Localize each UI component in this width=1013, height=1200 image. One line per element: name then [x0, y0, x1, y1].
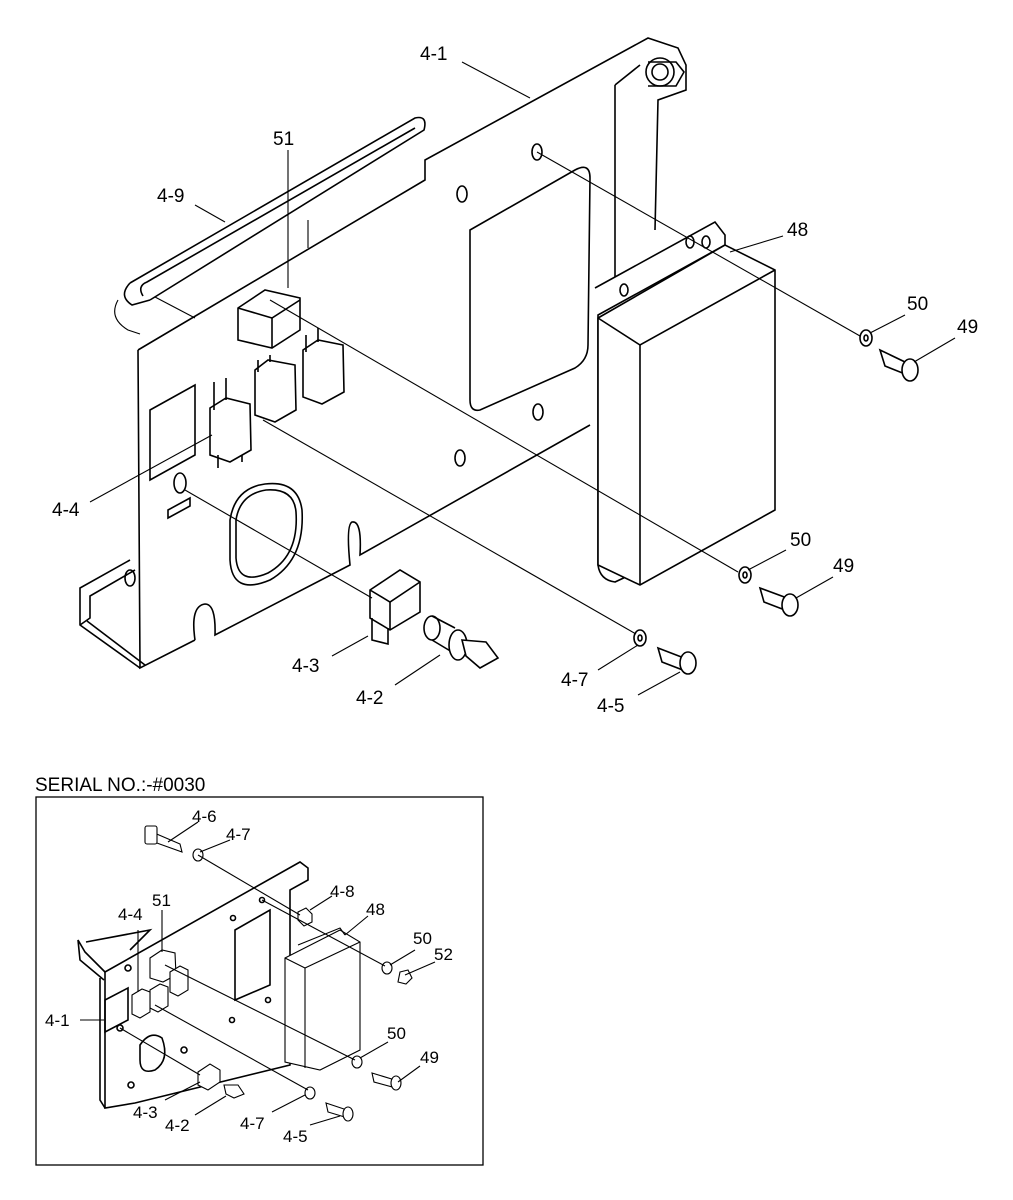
controller-box-48 [594, 220, 776, 586]
inset-label-4-1: 4-1 [45, 1011, 70, 1030]
label-50-lower: 50 [790, 530, 811, 551]
inset-label-4-7-bottom: 4-7 [240, 1114, 265, 1133]
inset-label-4-3: 4-3 [133, 1103, 158, 1122]
bracket-4-3 [369, 569, 421, 646]
inset-label-4-4: 4-4 [118, 905, 143, 924]
label-4-9: 4-9 [157, 186, 184, 207]
inset-assembly: 4-6 4-7 51 4-8 48 4-4 50 52 4-1 50 49 4-… [45, 807, 453, 1146]
leader-lines-main [89, 61, 956, 696]
label-49-lower: 49 [833, 556, 854, 577]
inset-label-4-7-top: 4-7 [226, 825, 251, 844]
edge-trim-4-9 [114, 116, 426, 335]
main-assembly: 4-1 51 4-9 48 50 49 4-4 50 49 4-3 4-2 4-… [52, 37, 978, 717]
switch-4-2 [423, 615, 500, 669]
mounting-plate-4-1 [79, 37, 687, 670]
relays-51 [209, 289, 345, 468]
label-4-2: 4-2 [356, 688, 383, 709]
serial-number-caption: SERIAL NO.:-#0030 [35, 775, 205, 796]
assembly-lines-main [184, 151, 861, 635]
label-49-upper: 49 [957, 317, 978, 338]
inset-label-4-6: 4-6 [192, 807, 217, 826]
label-50-upper: 50 [907, 294, 928, 315]
inset-label-50-lower: 50 [387, 1024, 406, 1043]
label-4-4: 4-4 [52, 500, 80, 521]
inset-label-49: 49 [420, 1048, 439, 1067]
inset-label-52: 52 [434, 945, 453, 964]
label-51: 51 [273, 129, 294, 150]
fasteners-main [633, 329, 919, 675]
inset-frame [35, 796, 484, 1166]
label-48: 48 [787, 220, 808, 241]
label-4-7: 4-7 [561, 670, 588, 691]
inset-label-4-2: 4-2 [165, 1116, 190, 1135]
label-4-1: 4-1 [420, 44, 447, 65]
inset-label-4-5: 4-5 [283, 1127, 308, 1146]
label-4-3: 4-3 [292, 656, 319, 677]
inset-label-50-upper: 50 [413, 929, 432, 948]
inset-label-51: 51 [152, 891, 171, 910]
inset-label-48: 48 [366, 900, 385, 919]
inset-label-4-8: 4-8 [330, 882, 355, 901]
label-4-5: 4-5 [597, 696, 624, 717]
